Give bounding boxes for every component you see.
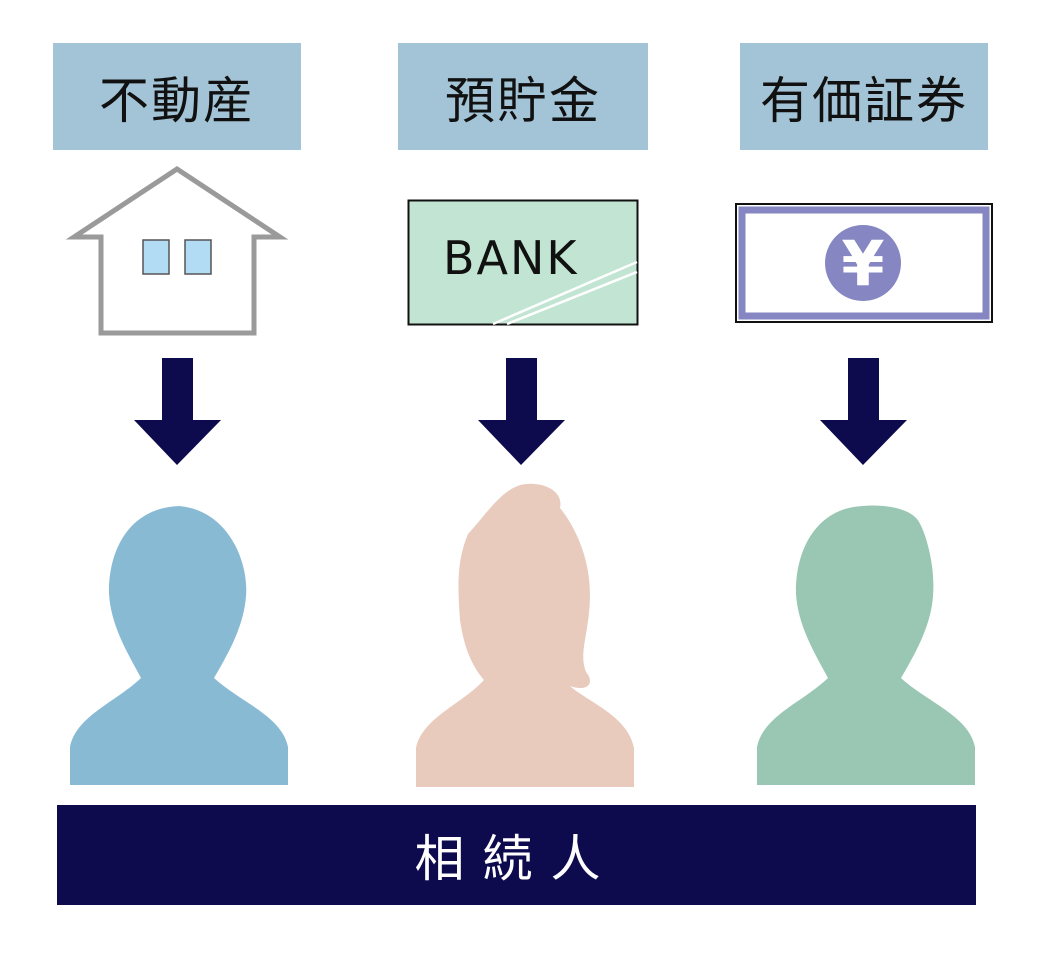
arrow-down-icon <box>134 358 221 465</box>
arrow-down-icon <box>820 358 907 465</box>
yen-icon: ¥ <box>841 227 884 300</box>
heir-silhouette-2 <box>416 483 634 787</box>
heir-silhouette-1 <box>70 506 288 785</box>
window-left <box>142 239 170 275</box>
asset-label-real-estate: 不動産 <box>53 43 301 150</box>
window-right <box>184 239 212 275</box>
securities-certificate-icon: ¥ <box>735 203 993 323</box>
heirs-bar: 相続人 <box>57 805 976 905</box>
asset-label-securities: 有価証券 <box>740 43 988 150</box>
arrow-down-icon <box>478 358 565 465</box>
yen-circle <box>825 225 901 301</box>
bankbook-icon: BANK <box>407 199 639 326</box>
bank-text: BANK <box>443 231 579 285</box>
asset-label-savings: 預貯金 <box>398 43 648 150</box>
heir-silhouette-3 <box>757 505 975 785</box>
house-icon <box>65 166 289 336</box>
